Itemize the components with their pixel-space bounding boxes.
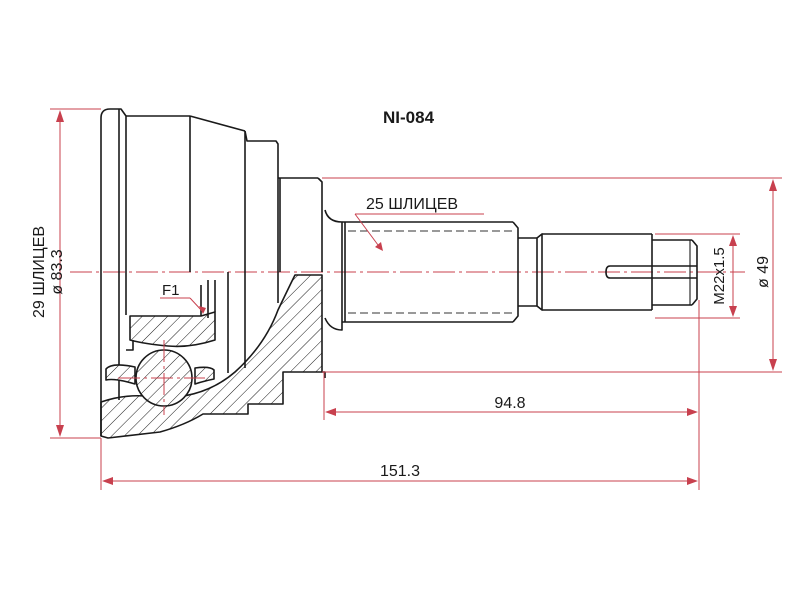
outer-housing-upper xyxy=(100,108,343,272)
inner-race-section xyxy=(126,280,216,351)
outer-diameter-label: ø 83.3 xyxy=(49,249,66,294)
shaft-length-label: 94.8 xyxy=(494,395,525,412)
shaft-length-dimension xyxy=(323,300,700,490)
f1-label: F1 xyxy=(162,282,180,299)
total-length-dimension xyxy=(100,438,698,490)
total-length-label: 151.3 xyxy=(380,463,420,480)
thread-label: M22x1.5 xyxy=(711,247,728,305)
outer-splines-label: 29 ШЛИЦЕВ xyxy=(31,226,48,318)
shaft-diameter-label: ø 49 xyxy=(755,256,772,288)
outer-diameter-dimension xyxy=(50,108,101,439)
shaft xyxy=(342,221,698,323)
f1-callout xyxy=(160,297,206,314)
shaft-splines-label: 25 ШЛИЦЕВ xyxy=(366,196,458,213)
thread-dimension xyxy=(655,233,740,319)
cage-section xyxy=(105,272,229,385)
part-number-title: NI-084 xyxy=(383,108,435,127)
shaft-splines-leader xyxy=(354,213,484,251)
shaft-diameter-dimension xyxy=(322,177,782,373)
outer-housing-section xyxy=(100,272,343,439)
